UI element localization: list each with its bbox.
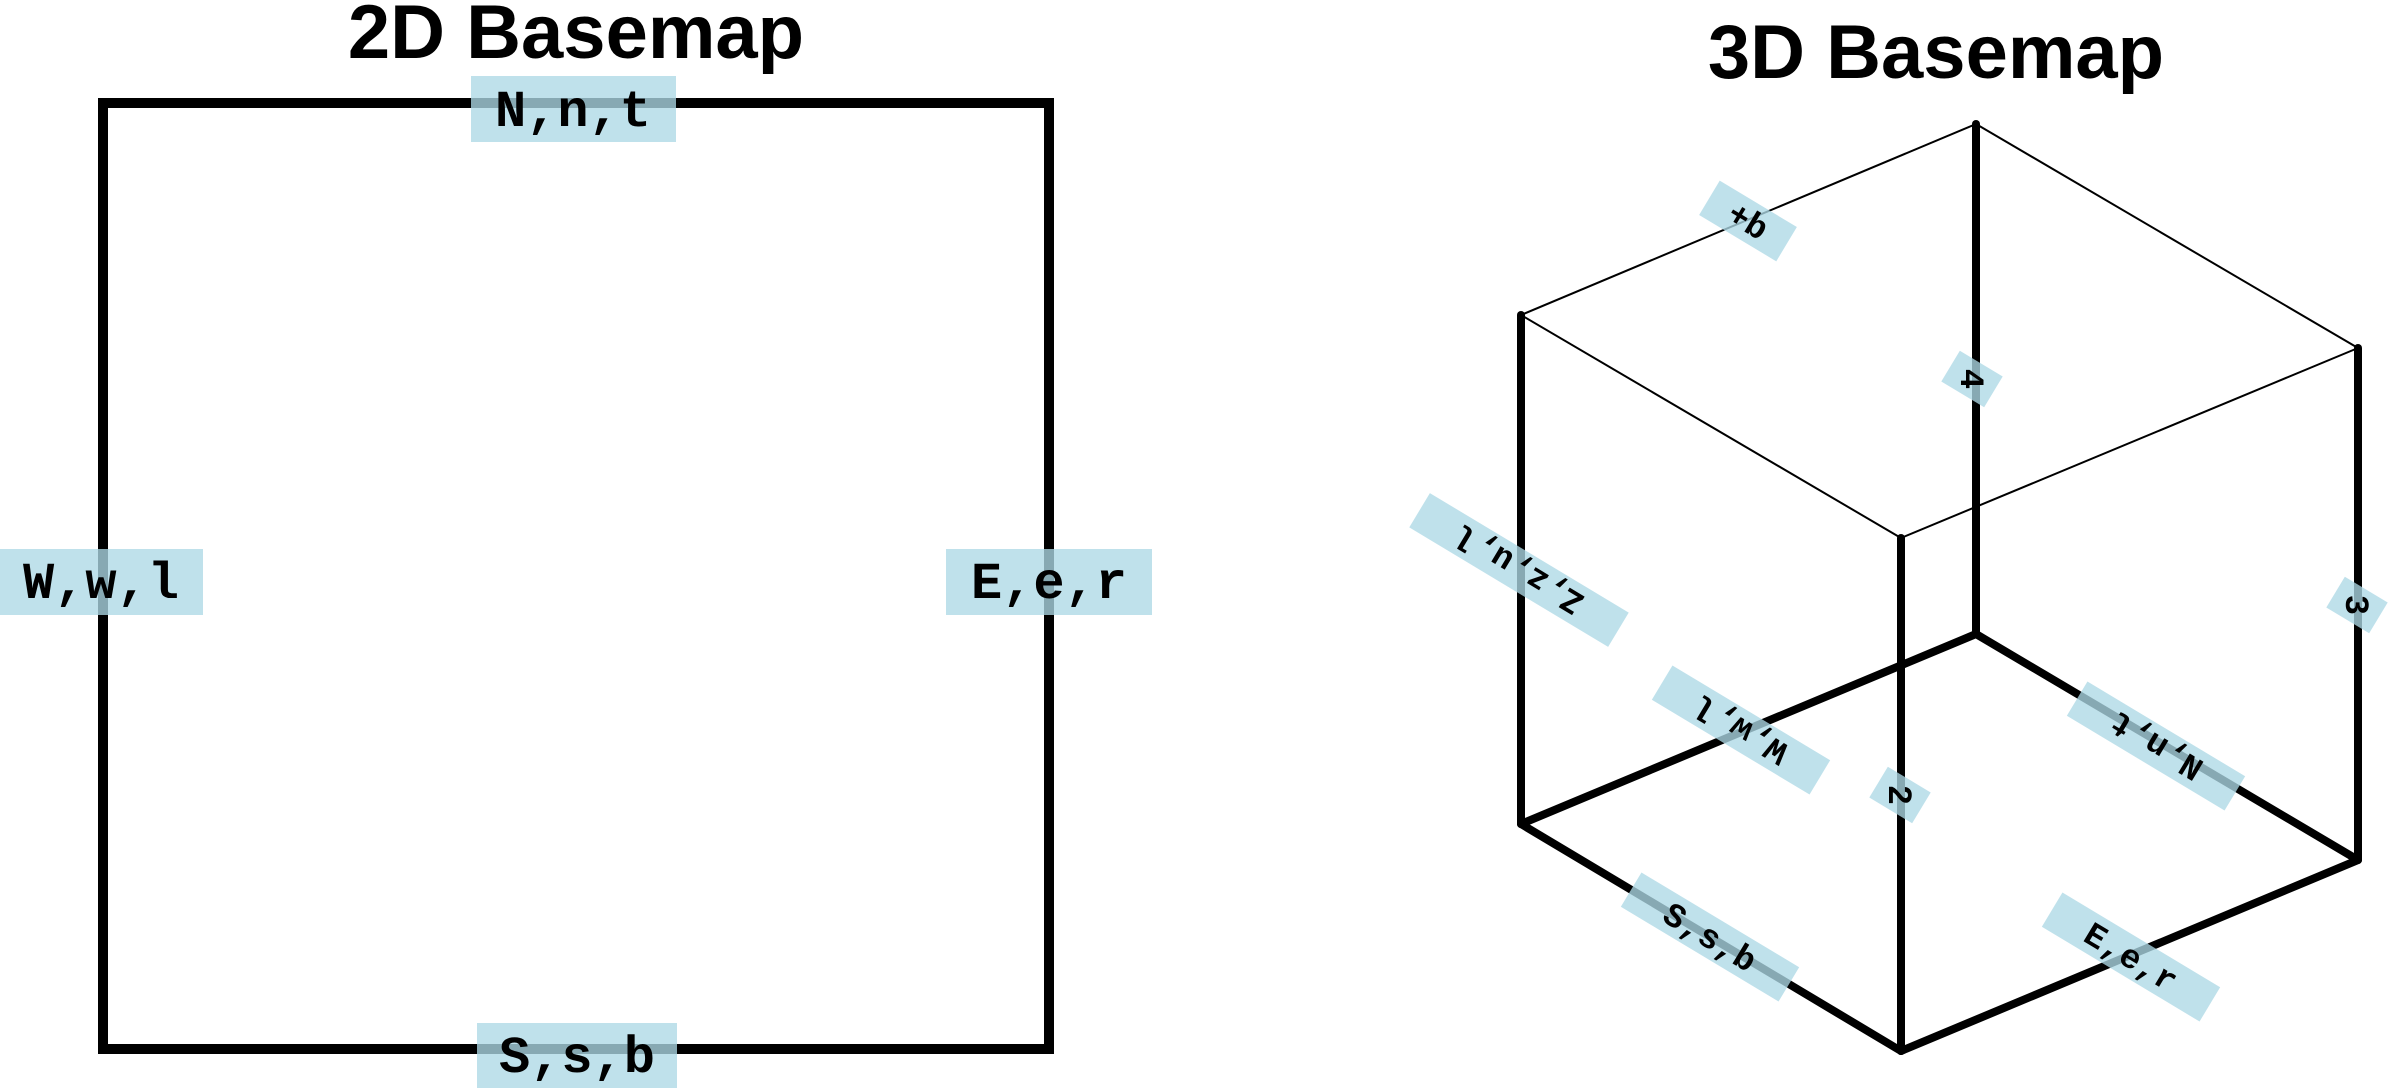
label-2d-east: E,e,r	[946, 549, 1152, 615]
label-3d-vertical-front: 2	[1869, 766, 1931, 824]
label-text-3d-north: N,n,t	[2104, 701, 2211, 786]
label-3d-vertical-back: 4	[1941, 350, 2003, 408]
label-3d-south: S,s,b	[1620, 872, 1800, 1002]
label-box-3d-vertical-front	[1869, 766, 1931, 824]
label-box-2d-east	[946, 549, 1152, 615]
label-text-2d-east: E,e,r	[971, 555, 1127, 614]
label-2d-west: W,w,l	[0, 549, 203, 615]
label-box-2d-west	[0, 549, 203, 615]
label-3d-vertical-right: 3	[2326, 576, 2388, 634]
label-text-3d-vertical-front: 2	[1878, 785, 1916, 805]
label-box-3d-north	[2066, 681, 2246, 811]
label-text-2d-south: S,s,b	[499, 1029, 655, 1088]
label-box-3d-top	[1699, 180, 1797, 262]
frame-2d	[98, 98, 1054, 1054]
label-box-3d-east	[2041, 892, 2221, 1022]
label-box-3d-vertical-back	[1941, 350, 2003, 408]
title-3d: 3D Basemap	[1708, 10, 2164, 95]
basemap-2d: 2D Basemap N,n,t S,s,b W,w,l E,e,r	[0, 0, 1152, 1088]
label-text-3d-vertical-right: 3	[2335, 595, 2373, 615]
label-box-3d-west	[1651, 665, 1831, 795]
basemap-3d: 3D Basemap +b 4	[1409, 10, 2388, 1055]
label-text-2d-north: N,n,t	[495, 83, 651, 142]
label-box-2d-north	[471, 76, 676, 142]
label-box-2d-south	[477, 1023, 677, 1088]
label-3d-west: W,w,l	[1651, 665, 1831, 795]
label-text-3d-south: S,s,b	[1655, 897, 1762, 982]
label-3d-east: E,e,r	[2041, 892, 2221, 1022]
label-text-3d-west: W,w,l	[1689, 685, 1796, 770]
label-text-2d-west: W,w,l	[23, 555, 179, 614]
label-3d-top: +b	[1699, 180, 1797, 262]
label-box-3d-z-axis	[1409, 493, 1629, 647]
label-text-3d-vertical-back: 4	[1950, 369, 1988, 389]
cube-thin-edges	[1520, 123, 2359, 539]
label-box-3d-south	[1620, 872, 1800, 1002]
label-2d-north: N,n,t	[471, 76, 676, 142]
label-box-3d-vertical-right	[2326, 576, 2388, 634]
label-2d-south: S,s,b	[477, 1023, 677, 1088]
label-text-3d-east: E,e,r	[2076, 917, 2183, 1002]
title-2d: 2D Basemap	[348, 0, 804, 75]
label-3d-north: N,n,t	[2066, 681, 2246, 811]
